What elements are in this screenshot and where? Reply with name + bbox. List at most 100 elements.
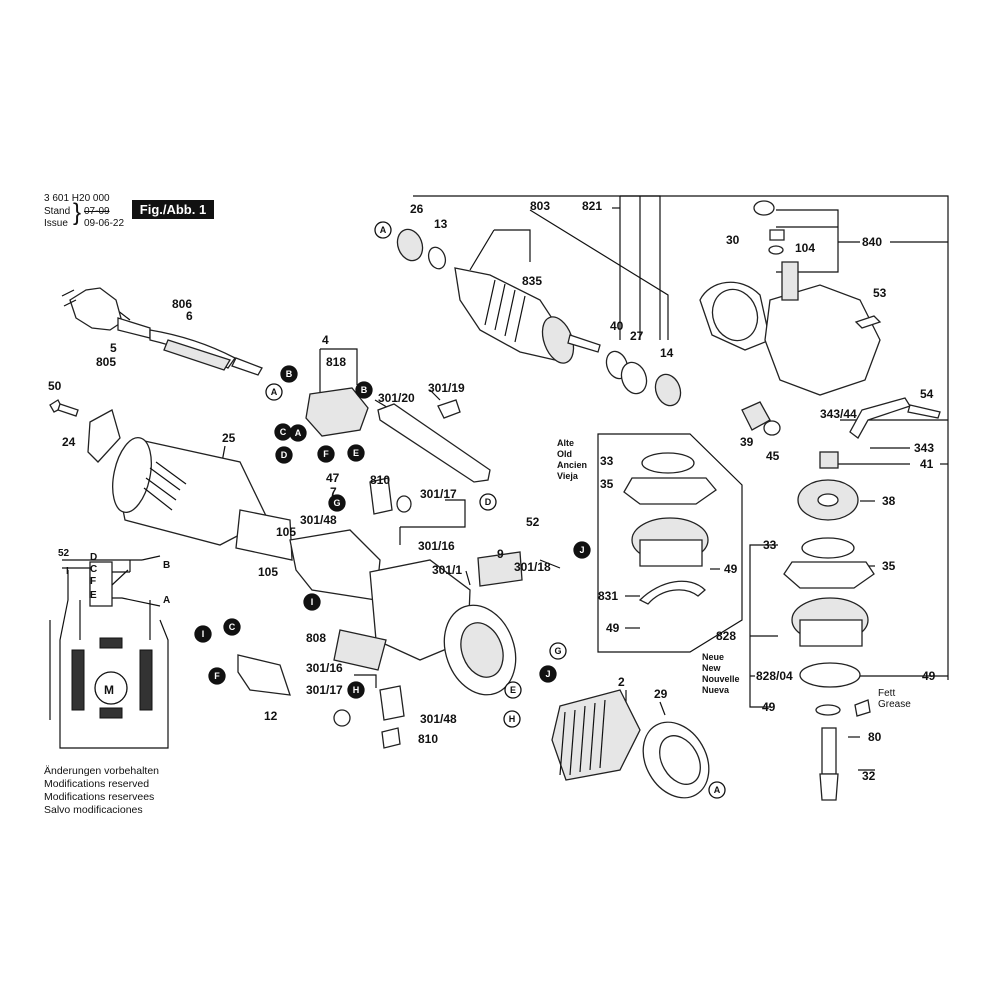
part-label-810b: 810 xyxy=(418,732,438,746)
connector-letter: E xyxy=(353,448,359,458)
part-label-38: 38 xyxy=(882,494,896,508)
electronics-810 xyxy=(369,477,412,515)
part-label-50: 50 xyxy=(48,379,62,393)
connector-marker-f1: F xyxy=(317,445,335,463)
connector-letter: D xyxy=(485,497,492,507)
electronics-lower xyxy=(333,685,405,749)
gear-housing-840 xyxy=(753,200,881,396)
connector-marker-h1: H xyxy=(347,681,365,699)
slide-switch-301-20 xyxy=(377,399,491,483)
connector-circle-icon xyxy=(347,444,365,462)
part-label-828: 828 xyxy=(716,629,736,643)
connector-circle-icon xyxy=(303,593,321,611)
part-label-831: 831 xyxy=(598,589,618,603)
part-label-810a: 810 xyxy=(370,473,390,487)
part-label-7: 7 xyxy=(330,485,337,499)
legend-new-en: New xyxy=(702,663,721,673)
connector-circle-icon xyxy=(274,423,292,441)
part-label-301-20: 301/20 xyxy=(378,391,415,405)
spindle-80 xyxy=(819,727,839,801)
part-label-6: 6 xyxy=(186,309,193,323)
part-label-45: 45 xyxy=(766,449,780,463)
connector-circle-icon xyxy=(328,494,346,512)
connector-circle-icon xyxy=(223,618,241,636)
bearing-parts xyxy=(605,350,682,407)
grease-tube xyxy=(854,699,871,717)
connector-letter: E xyxy=(510,685,516,695)
legend-old-fr: Ancien xyxy=(557,460,588,470)
part-label-806: 806 xyxy=(172,297,192,311)
connector-marker-c2: C xyxy=(223,618,241,636)
wiring-label-i: I xyxy=(66,566,69,577)
motor-housing-301-1 xyxy=(289,529,517,696)
part-label-9: 9 xyxy=(497,547,504,561)
guard-30 xyxy=(699,281,771,351)
lever-343 xyxy=(849,397,941,439)
connector-circle-icon xyxy=(539,665,557,683)
brace-icon: } xyxy=(73,199,82,226)
connector-letter: F xyxy=(323,449,329,459)
armature-803 xyxy=(396,228,601,364)
wiring-label-c: C xyxy=(90,564,97,575)
connector-letter: A xyxy=(380,225,387,235)
part-label-301-18: 301/18 xyxy=(514,560,551,574)
part-label-35b: 35 xyxy=(882,559,896,573)
part-label-24: 24 xyxy=(62,435,76,449)
stand-label: Stand xyxy=(44,206,71,217)
connector-letter: B xyxy=(361,385,368,395)
screw-50 xyxy=(49,399,79,417)
wiring-label-f: F xyxy=(90,576,96,587)
part-label-104: 104 xyxy=(795,241,815,255)
legend-new-de: Neue xyxy=(702,652,725,662)
part-label-805: 805 xyxy=(96,355,116,369)
connector-circle-icon xyxy=(503,710,521,728)
part-label-32: 32 xyxy=(862,769,876,783)
part-label-41: 41 xyxy=(920,457,934,471)
note-de: Änderungen vorbehalten xyxy=(44,765,160,777)
connector-marker-a2: A xyxy=(289,424,307,442)
pinion-39 xyxy=(741,401,781,436)
part-label-33b: 33 xyxy=(763,538,777,552)
part-label-27: 27 xyxy=(630,329,644,343)
part-label-840: 840 xyxy=(862,235,882,249)
connector-letter: A xyxy=(271,387,278,397)
part-label-52: 52 xyxy=(526,515,540,529)
field-coil-2 xyxy=(551,689,641,781)
connector-marker-g2: G xyxy=(549,642,567,660)
grease-label: Fett Grease xyxy=(878,688,911,710)
connector-letter: G xyxy=(554,646,561,656)
part-label-40: 40 xyxy=(610,319,624,333)
connector-letter: J xyxy=(579,545,584,555)
connector-marker-e1: E xyxy=(347,444,365,462)
issue-label: Issue xyxy=(44,218,68,229)
legend-old: Alte Old Ancien Vieja xyxy=(557,438,587,482)
part-label-33a: 33 xyxy=(600,454,614,468)
connector-marker-i2: I xyxy=(194,625,212,643)
part-label-301-17b: 301/17 xyxy=(306,683,343,697)
connector-marker-a1: A xyxy=(374,221,392,239)
note-fr: Modifications reservees xyxy=(44,791,155,803)
wiring-label-d: D xyxy=(90,552,97,563)
power-cord xyxy=(61,287,263,376)
part-label-343-44: 343/44 xyxy=(820,407,857,421)
figure-label: Fig./Abb. 1 xyxy=(132,200,214,219)
motor-label: M xyxy=(104,683,114,697)
part-label-49a: 49 xyxy=(724,562,738,576)
legend-new-es: Nueva xyxy=(702,685,730,695)
part-label-49d: 49 xyxy=(762,700,776,714)
legend-old-es: Vieja xyxy=(557,471,578,481)
connector-circle-icon xyxy=(573,541,591,559)
connector-marker-i1: I xyxy=(303,593,321,611)
part-label-821: 821 xyxy=(582,199,602,213)
grease-label-de: Fett xyxy=(878,688,896,699)
connector-marker-a3: A xyxy=(265,383,283,401)
part-label-301-17a: 301/17 xyxy=(420,487,457,501)
screw-53 xyxy=(854,315,882,329)
issue-value: 09-06-22 xyxy=(84,218,125,229)
part-label-12: 12 xyxy=(264,709,278,723)
connector-marker-d2: D xyxy=(479,493,497,511)
connector-circle-icon xyxy=(347,681,365,699)
part-label-14: 14 xyxy=(660,346,674,360)
